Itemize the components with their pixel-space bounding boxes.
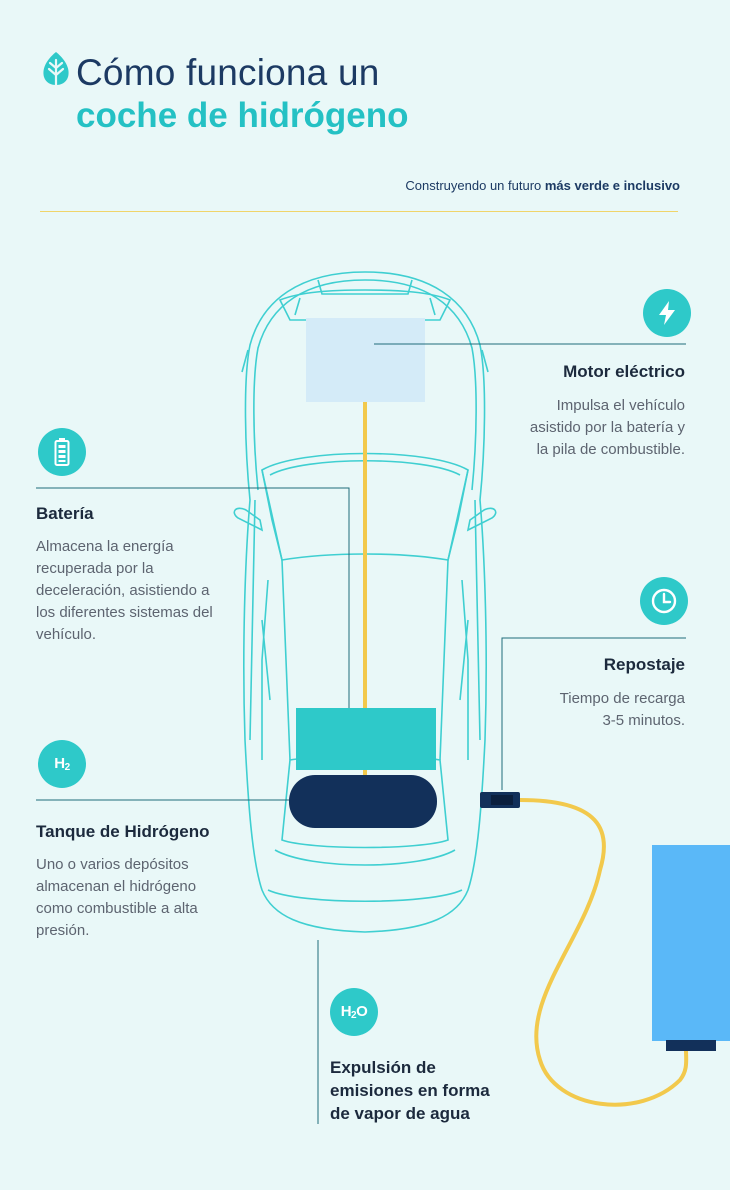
fuel-nozzle-tip [491, 795, 513, 805]
battery-badge [38, 428, 86, 476]
h2-icon: H2 [54, 755, 70, 773]
refuel-badge [640, 577, 688, 625]
refuel-desc-line: 3-5 minutos. [602, 712, 685, 729]
subtitle-prefix: Construyendo un futuro [405, 178, 545, 193]
subtitle-emphasis: más verde e inclusivo [544, 178, 680, 193]
emissions-heading-line: emisiones en forma [330, 1081, 490, 1100]
tank-heading: Tanque de Hidrógeno [36, 822, 210, 841]
tank-desc-line: presión. [36, 922, 90, 939]
motor-desc-line: Impulsa el vehículo [556, 397, 685, 414]
battery-icon [54, 438, 70, 466]
clock-icon [651, 588, 677, 614]
tank-desc-line: como combustible a alta [36, 900, 198, 917]
battery-desc-line: recuperada por la [36, 560, 154, 577]
tank-desc-line: almacenan el hidrógeno [36, 878, 197, 895]
charging-station [652, 845, 730, 1041]
page-title-line1: Cómo funciona un [76, 52, 380, 93]
page-title-line2: coche de hidrógeno [76, 96, 409, 135]
charging-station-base [666, 1040, 716, 1051]
electric-motor-block [306, 318, 425, 402]
subtitle: Construyendo un futuro más verde e inclu… [405, 178, 680, 193]
battery-block [296, 708, 436, 770]
motor-description: Impulsa el vehículo asistido por la bate… [530, 395, 685, 461]
emissions-heading: Expulsión de emisiones en forma de vapor… [330, 1056, 490, 1125]
charging-cable [518, 798, 689, 1107]
h2o-icon: H2O [340, 1003, 368, 1021]
lightning-icon [659, 301, 675, 325]
battery-desc-line: Almacena la energía [36, 538, 174, 555]
tank-description: Uno o varios depósitos almacenan el hidr… [36, 854, 198, 942]
motor-heading: Motor eléctrico [563, 362, 685, 381]
emissions-heading-line: Expulsión de [330, 1058, 436, 1077]
battery-connector-line [36, 487, 350, 708]
motor-desc-line: la pila de combustible. [536, 441, 685, 458]
battery-desc-line: vehículo. [36, 626, 97, 643]
refuel-heading: Repostaje [603, 655, 685, 674]
battery-desc-line: los diferentes sistemas del [36, 604, 213, 621]
refuel-description: Tiempo de recarga 3-5 minutos. [560, 688, 685, 732]
emissions-heading-line: de vapor de agua [330, 1104, 470, 1123]
motor-badge [643, 289, 691, 337]
car-outline [233, 271, 497, 933]
hydrogen-badge: H2 [38, 740, 86, 788]
leaf-logo-icon [43, 52, 69, 88]
tank-desc-line: Uno o varios depósitos [36, 856, 189, 873]
battery-heading: Batería [36, 504, 94, 523]
motor-desc-line: asistido por la batería y [529, 419, 685, 436]
battery-desc-line: deceleración, asistiendo a [36, 582, 210, 599]
refuel-connector-line [501, 637, 686, 790]
battery-description: Almacena la energía recuperada por la de… [36, 536, 213, 646]
water-badge: H2O [330, 988, 378, 1036]
divider [40, 211, 678, 212]
hydrogen-tank [289, 775, 437, 828]
refuel-desc-line: Tiempo de recarga [559, 690, 685, 707]
